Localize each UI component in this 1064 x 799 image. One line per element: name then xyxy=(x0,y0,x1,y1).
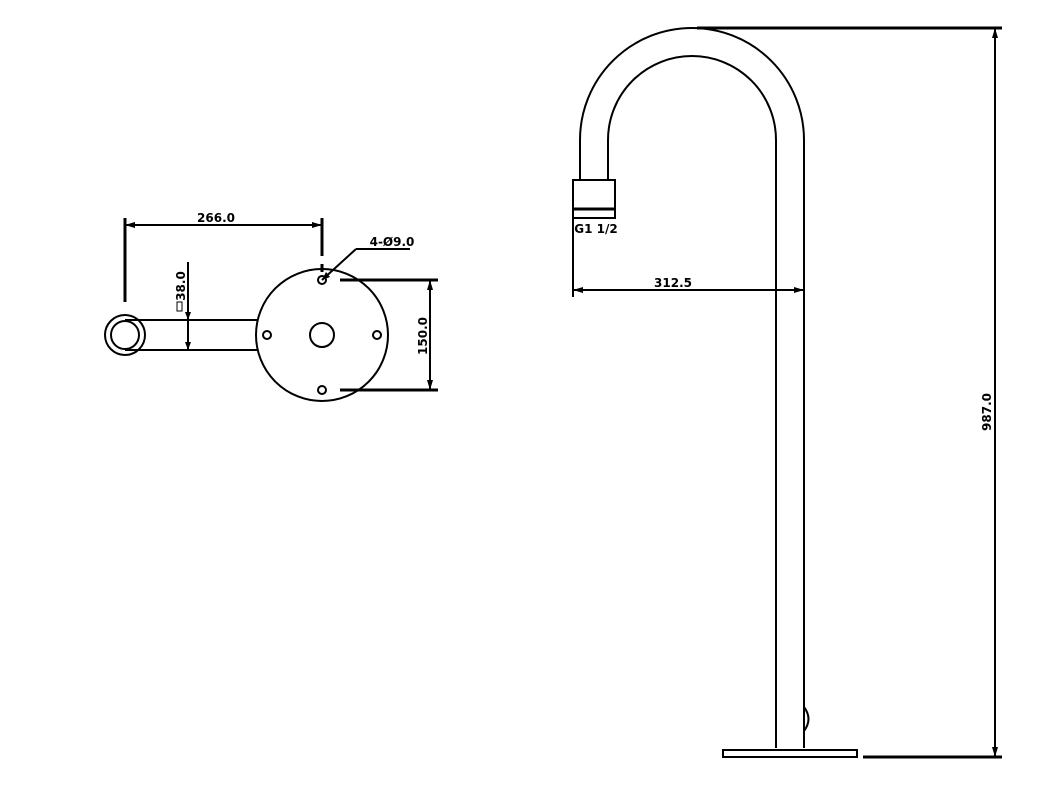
base-plate xyxy=(722,749,858,758)
diameter-symbol-38 xyxy=(176,301,183,312)
arrow-987-top xyxy=(992,28,998,38)
arrow-38-bottom xyxy=(185,342,191,350)
pipe-end-outer xyxy=(104,314,146,356)
arrow-150-top xyxy=(427,280,433,290)
label-outlet-thread: G1 1/2 xyxy=(574,222,617,236)
mounting-plate xyxy=(255,268,389,402)
arrow-150-bottom xyxy=(427,380,433,390)
label-mounting-holes: 4-Ø9.0 xyxy=(370,235,415,249)
outlet-nozzle xyxy=(572,179,616,219)
label-pipe-diameter: 38.0 xyxy=(174,271,188,301)
gooseneck-inner xyxy=(607,55,777,748)
arrow-266-left xyxy=(125,222,135,228)
sensor-window xyxy=(803,706,810,732)
label-spout-reach: 312.5 xyxy=(654,276,692,290)
gooseneck-outer xyxy=(579,27,805,748)
mount-hole-bottom xyxy=(317,385,327,395)
label-offset-width: 266.0 xyxy=(197,211,235,225)
pipe-end-inner xyxy=(110,320,140,350)
arrow-266-right xyxy=(312,222,322,228)
arrow-312-left xyxy=(573,287,583,293)
arrow-312-right xyxy=(794,287,804,293)
arrow-38-top xyxy=(185,312,191,320)
mount-hole-left xyxy=(262,330,272,340)
mount-hole-top xyxy=(317,275,327,285)
mount-hole-right xyxy=(372,330,382,340)
arrow-987-bottom xyxy=(992,747,998,757)
leader-arrow xyxy=(322,272,330,280)
plate-center-hole xyxy=(309,322,335,348)
label-plate-hole-spacing: 150.0 xyxy=(416,317,430,355)
label-total-height: 987.0 xyxy=(980,393,994,431)
side-view: G1 1/2 312.5 987.0 xyxy=(572,26,1002,759)
plan-view: 266.0 38.0 4-Ø9.0 150.0 xyxy=(104,211,438,402)
